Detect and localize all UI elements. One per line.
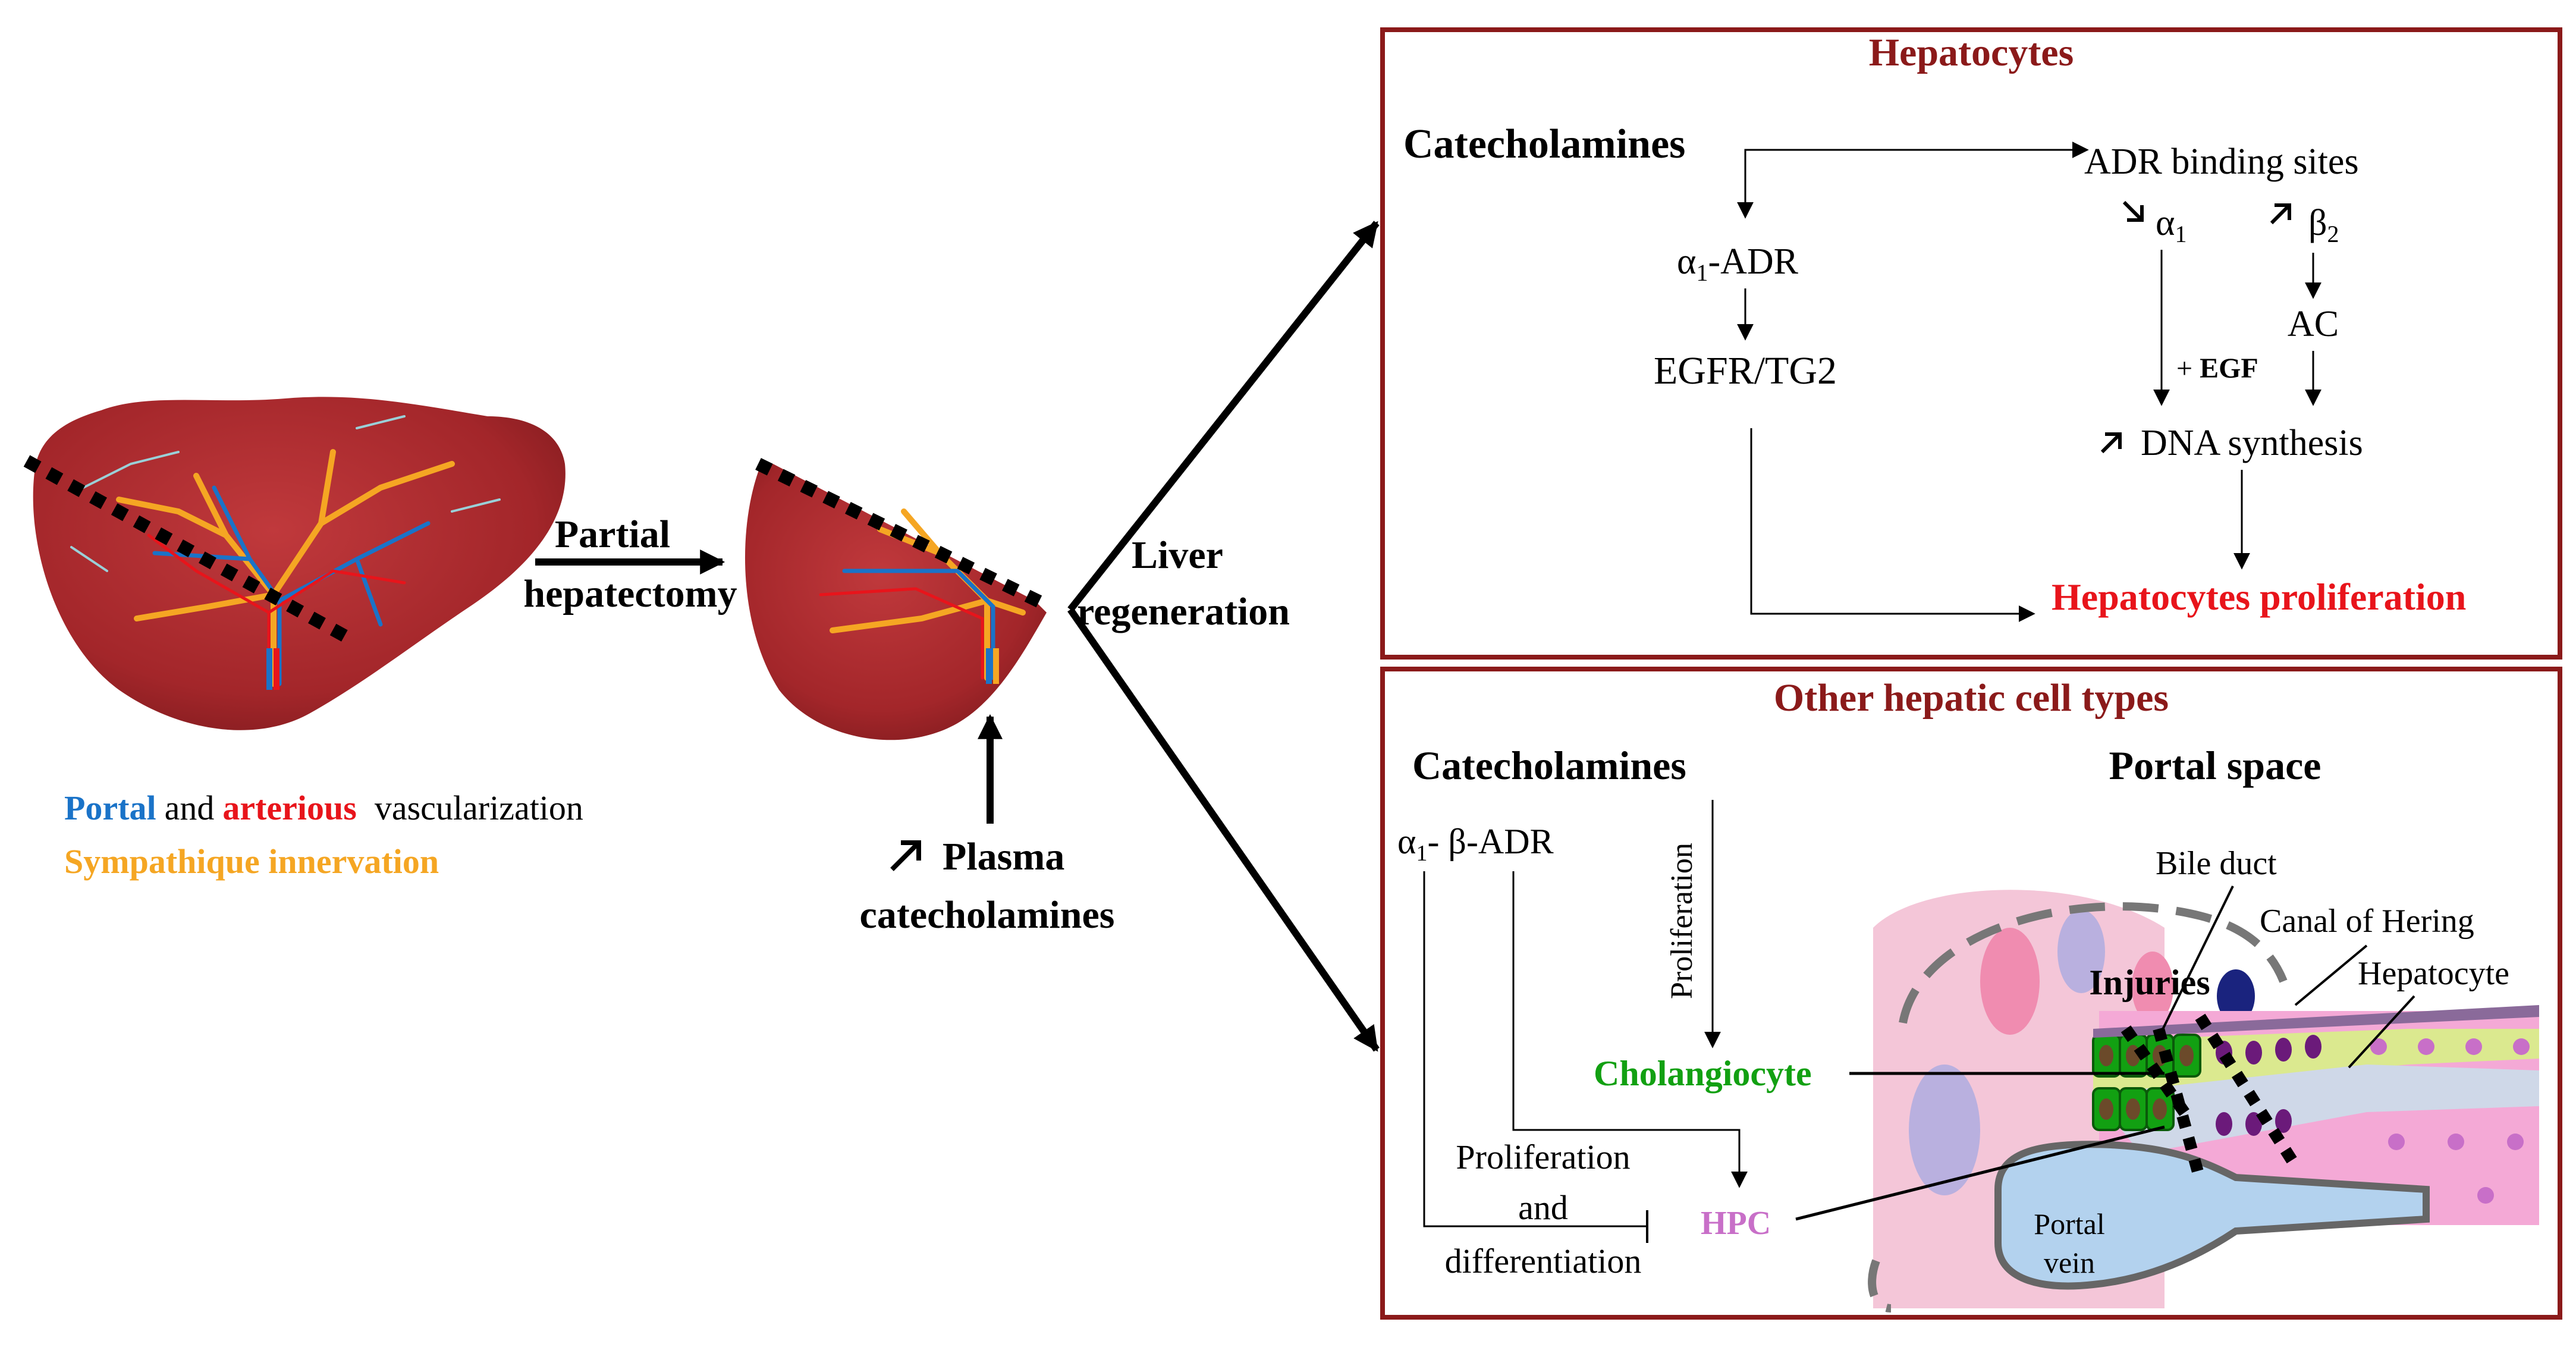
arrow-to-other-cells	[1067, 607, 1380, 1052]
portal-space-label: Portal space	[2109, 743, 2321, 788]
injury-line	[2195, 1013, 2301, 1169]
liver-shape	[33, 397, 566, 730]
prolif-diff-1: Proliferation	[1456, 1138, 1630, 1176]
increase-icon	[2270, 203, 2291, 225]
label-plasma: Plasma	[943, 835, 1064, 878]
liver-vessels	[70, 415, 501, 687]
portal-space-boundary	[1899, 902, 2288, 1024]
cut-line	[23, 455, 354, 645]
portal-vein-stub	[266, 648, 272, 690]
hpc-label: HPC	[1701, 1205, 1771, 1242]
bile-duct-leader	[2157, 886, 2234, 1038]
arrow-to-adr-binding	[1744, 142, 2089, 158]
p2-catecholamines: Catecholamines	[1412, 743, 1686, 788]
resected-liver-vessels	[819, 508, 1026, 681]
portal-space-illustration	[1868, 880, 2545, 1313]
alpha1-adr-label: α1-ADR	[1677, 241, 1799, 286]
legend-and: and	[165, 789, 215, 827]
resected-nerve-stub	[993, 648, 999, 684]
artery-stub	[274, 648, 279, 690]
legend-sympathique: Sympathique innervation	[64, 842, 439, 881]
label-hepatectomy: hepatectomy	[523, 572, 737, 616]
hpc-leader	[1795, 1125, 2165, 1221]
beta2-label: β2	[2308, 203, 2339, 247]
bile-duct-label: Bile duct	[2156, 845, 2277, 882]
canal-of-hering-label: Canal of Hering	[2260, 903, 2474, 940]
plus-egf-label: + EGF	[2176, 353, 2258, 384]
resected-liver-shape	[744, 464, 1047, 740]
alpha-beta-adr-label: α1- β-ADR	[1397, 822, 1554, 866]
proliferation-vertical: Proliferation	[1665, 843, 1699, 999]
resected-liver-illustration	[744, 458, 1053, 740]
hepatocyte-label: Hepatocyte	[2358, 955, 2509, 992]
portal-vein-label-1: Portal	[2034, 1207, 2104, 1241]
hepatocyte-leader	[2348, 995, 2415, 1069]
tissue-cell	[2132, 952, 2173, 1023]
whole-liver-illustration	[23, 397, 566, 730]
other-cells-title: Other hepatic cell types	[1774, 676, 2169, 720]
legend-arterious: arterious	[222, 789, 357, 827]
other-cells-panel	[1380, 667, 2562, 1320]
legend-portal: Portal	[64, 789, 156, 827]
ac-label: AC	[2288, 304, 2339, 344]
hepatocytes-title: Hepatocytes	[1869, 31, 2074, 74]
decrease-icon	[2122, 200, 2144, 222]
egfr-label: EGFR/TG2	[1654, 349, 1837, 393]
cholangiocytes	[2092, 1034, 2201, 1131]
resection-line	[755, 458, 1053, 613]
legend-vascularization: vascularization	[375, 789, 583, 827]
inhibition-line	[1423, 871, 1647, 1227]
adr-binding-sites: ADR binding sites	[2084, 142, 2359, 182]
injuries-label: Injuries	[2089, 963, 2210, 1002]
resected-portal-stub	[986, 648, 992, 684]
dna-synthesis-label: DNA synthesis	[2141, 423, 2363, 463]
increase-icon	[2100, 432, 2122, 454]
nucleus-dark	[2217, 969, 2255, 1023]
portal-vein-label-2: vein	[2044, 1246, 2095, 1279]
portal-space-boundary	[1868, 1259, 1892, 1313]
p1-catecholamines: Catecholamines	[1403, 121, 1685, 167]
bile-duct-wall	[2093, 1005, 2539, 1038]
tissue-cell	[1909, 1065, 1980, 1195]
canal-leader	[2294, 944, 2368, 1006]
portal-vein-shape	[1994, 1141, 2430, 1290]
prolif-diff-3: differentiation	[1445, 1242, 1642, 1280]
increase-icon	[890, 840, 921, 871]
prolif-diff-2: and	[1518, 1188, 1568, 1227]
label-partial: Partial	[555, 513, 670, 556]
arrow-beta-adr-to-hpc	[1512, 871, 1748, 1188]
arrow-egfr-to-proliferation	[1750, 428, 2035, 622]
alpha1-label: α1	[2156, 203, 2187, 247]
label-regeneration: regeneration	[1077, 590, 1290, 633]
hepatocytes-panel	[1380, 27, 2562, 660]
hepatocytes-proliferation: Hepatocytes proliferation	[2052, 576, 2466, 618]
tissue-cell	[2057, 910, 2105, 993]
label-catecholamines: catecholamines	[860, 893, 1115, 937]
cholangiocyte-label: Cholangiocyte	[1594, 1054, 1812, 1093]
label-liver: Liver	[1132, 533, 1223, 577]
bile-duct-lumen	[2093, 1065, 2539, 1154]
arrow-to-hepatocytes	[1067, 221, 1380, 612]
tissue-cell	[1980, 928, 2040, 1035]
